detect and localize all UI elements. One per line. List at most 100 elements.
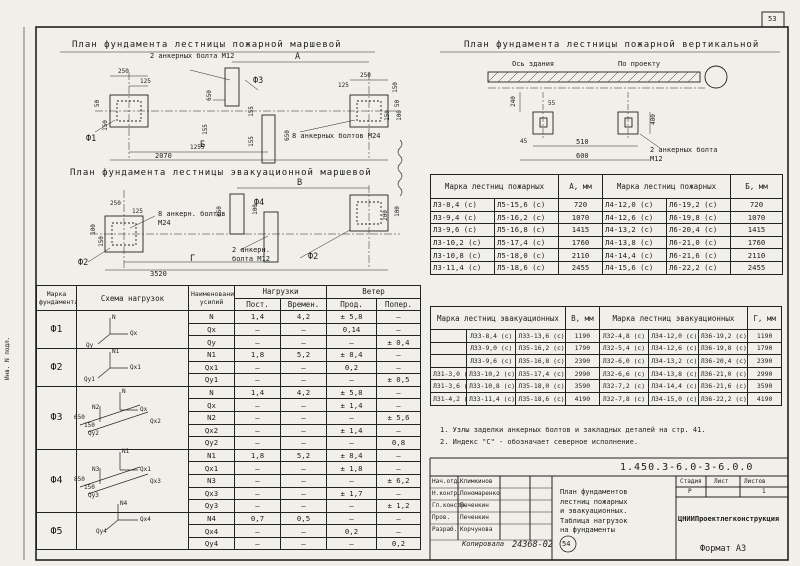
plan2-dim: 400 — [649, 114, 657, 125]
table-cell: Л34-13,8 (с) — [648, 366, 699, 381]
sheets-value: 1 — [762, 488, 766, 495]
table-cell: — — [375, 423, 422, 438]
scheme-label: N3 — [92, 466, 100, 473]
table-cell: — — [280, 473, 327, 488]
table-cell: 3590 — [747, 379, 782, 393]
table-cell — [430, 341, 467, 356]
plan2-dim: 45 — [520, 138, 528, 145]
table-cell: 2990 — [564, 366, 600, 381]
table-cell: — — [375, 347, 422, 362]
table-cell: N3 — [188, 473, 235, 488]
table-cell: Qx2 — [188, 423, 235, 438]
table-cell: ± 5,6 — [375, 410, 422, 425]
table-cell: Л32-5,4 (с) — [598, 341, 650, 356]
table-cell: 1790 — [747, 341, 782, 356]
table-cell: ± 1,4 — [326, 423, 377, 438]
table-cell: 0,2 — [326, 524, 377, 538]
table-cell: Л36-20,4 (с) — [697, 354, 749, 368]
table-cell: ± 1,7 — [326, 486, 377, 501]
load-scheme — [76, 511, 189, 551]
table-cell: Л33-8,4 (с) — [465, 329, 517, 343]
plan3-label-bolts-m12: 2 анкерн. болта М12 — [232, 246, 270, 263]
description-line: и эвакуационных. — [560, 507, 628, 515]
plan1-dim: 150 — [383, 110, 391, 121]
role-person: Печенкин — [460, 514, 489, 521]
table-cell: Л6-19,2 (с) — [666, 198, 731, 212]
scheme-label: Qy3 — [88, 492, 99, 499]
table-cell: 4190 — [747, 391, 782, 406]
table-cell: — — [234, 410, 281, 425]
role-title: Н.контр. — [432, 490, 461, 497]
plan1-label-f3: Ф3 — [253, 76, 264, 86]
table-cell: ± 5,8 — [326, 310, 377, 324]
table-cell: 2990 — [747, 366, 782, 381]
loads-header-loads: Нагрузки — [234, 285, 327, 299]
copied-by: Копировала — [462, 540, 505, 548]
table-cell: — — [326, 511, 377, 526]
table-cell: Л36-21,6 (с) — [697, 379, 749, 393]
table-cell: 2390 — [564, 354, 600, 368]
table-cell: ± 1,8 — [326, 461, 377, 475]
scheme-label: Qx2 — [150, 418, 161, 425]
table-cell: — — [280, 335, 327, 349]
load-scheme — [76, 385, 189, 450]
table-cell: Qy3 — [188, 499, 235, 513]
table-cell: Л4-12,6 (с) — [602, 210, 667, 225]
table-cell: Л35-17,4 (с) — [515, 366, 566, 381]
table-cell — [430, 354, 467, 368]
role-person: Печенкин — [460, 502, 489, 509]
table-cell: N1 — [188, 347, 235, 362]
role-person: Пономаренко — [460, 490, 500, 497]
table-cell: 1415 — [558, 223, 603, 237]
plan1-dim-B: Б — [200, 140, 206, 150]
table-cell: Qx1 — [188, 461, 235, 475]
table-cell: 0,8 — [375, 436, 422, 450]
scheme-label: Qx — [130, 330, 138, 337]
fire-stairs-table: Марка лестниц пожарных А, мм Марка лестн… — [430, 174, 783, 275]
loads-header-forces: Наименование усилий — [188, 284, 235, 312]
plan1-label-bolts-m24: 8 анкерных болтов М24 — [292, 132, 381, 140]
table-cell: 4190 — [564, 391, 600, 406]
table-cell: Л33-10,8 (с) — [465, 379, 517, 393]
table-cell: — — [326, 373, 377, 387]
table-cell: Л36-19,2 (с) — [697, 329, 749, 343]
table-cell: Л31-3,0 (с) — [430, 366, 467, 381]
table-cell: 3590 — [564, 379, 600, 393]
plan2-label-project: По проекту — [618, 60, 661, 68]
plan3-dim-V: В — [297, 178, 303, 188]
table-cell: — — [375, 511, 422, 526]
table-cell: Л32-7,8 (с) — [598, 391, 650, 406]
load-scheme — [76, 448, 189, 513]
table-cell: Л3-8,4 (с) — [430, 198, 495, 212]
table-cell: 0,7 — [234, 511, 281, 526]
inventory-number: 24368-02 — [512, 540, 553, 550]
foundation-mark: Ф5 — [36, 511, 77, 551]
scheme-label: Qx1 — [140, 466, 151, 473]
description-line: на фундаменты — [560, 526, 615, 534]
table-cell: 0,2 — [326, 360, 377, 375]
table-cell: Л34-13,2 (с) — [648, 354, 699, 368]
loads-header-trans: Попер. — [375, 297, 422, 312]
plan1-dim: 155 — [201, 124, 209, 135]
table-cell: ± 8,4 — [326, 347, 377, 362]
table-cell: ± 0,5 — [375, 373, 422, 387]
table-cell: Л35-16,2 (с) — [515, 341, 566, 356]
foundation-mark: Ф2 — [36, 347, 77, 387]
table-row: Qx2——± 1,4— — [37, 423, 422, 438]
table-cell — [430, 329, 467, 343]
table-cell: Л35-18,6 (с) — [515, 391, 566, 406]
organization: ЦНИИПроектлегконструкция — [678, 515, 780, 523]
table-cell: — — [234, 486, 281, 501]
plan2-dim: 510 — [576, 138, 589, 146]
table-cell: Л33-13,6 (с) — [515, 329, 566, 343]
scheme-label: Qx3 — [150, 478, 161, 485]
fire-table-header: Б, мм — [730, 174, 783, 199]
table-cell: N — [188, 385, 235, 400]
fire-table-header: Марка лестниц пожарных — [430, 174, 559, 199]
table-cell: Л4-15,6 (с) — [602, 260, 667, 275]
